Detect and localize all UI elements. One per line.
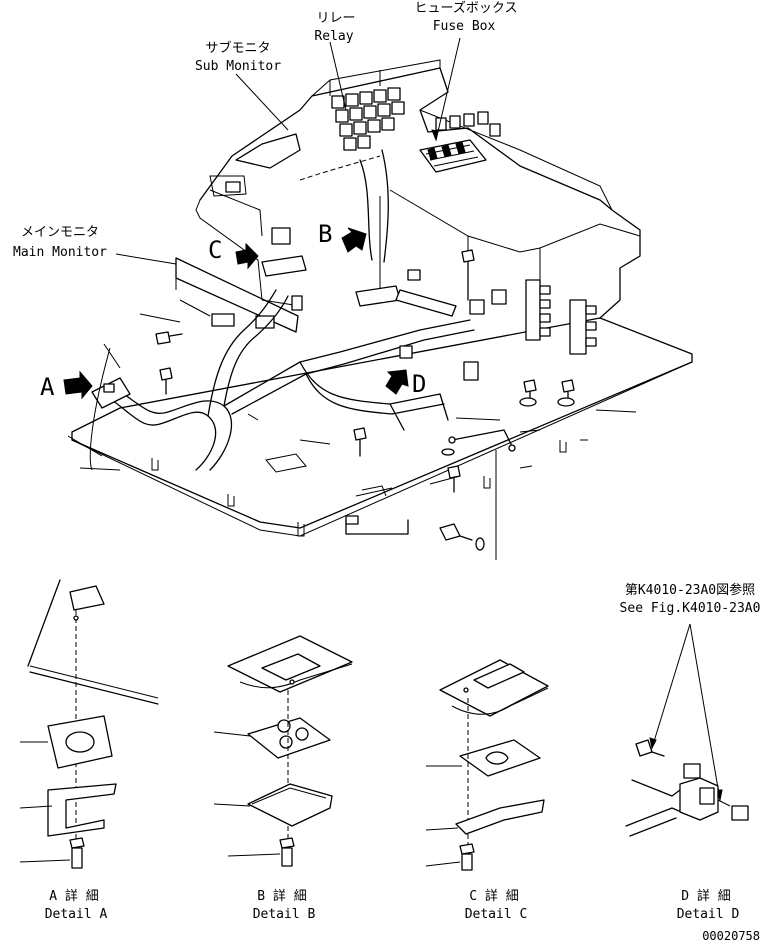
fuse-box-label-en: Fuse Box [433,19,496,34]
detail-a-grommet [69,585,105,611]
detail-c-caption-jp: C 詳 細 [469,888,518,904]
sub-monitor-label-en: Sub Monitor [195,59,281,74]
main-monitor-label-jp: メインモニタ [21,225,99,240]
reference-label-en: See Fig.K4010-23A0 [620,601,761,616]
arrow-d [385,369,409,395]
arrow-a [63,370,93,400]
detail-b-caption-en: Detail B [253,907,316,922]
relay-label-en: Relay [314,29,353,44]
main-assembly [63,59,693,551]
view-marker-a: A [40,373,55,401]
cab-rear-wall [199,67,641,319]
arrow-b [341,227,367,253]
sub-monitor-box [235,133,301,169]
callout-leaders [67,37,637,560]
relay-cluster [331,87,405,151]
detail-d-caption-en: Detail D [677,907,740,922]
detail-d [625,623,749,837]
callout-labels: リレー Relay ヒューズボックス Fuse Box サブモニタ Sub Mo… [13,0,760,616]
fuse-box [419,111,501,173]
view-marker-c: C [208,236,222,264]
view-marker-d: D [412,370,426,398]
harness-bundle [99,391,217,471]
bolt-group [155,249,575,551]
fuse-box-label-jp: ヒューズボックス [415,0,518,16]
detail-a-caption-jp: A 詳 細 [49,888,98,904]
detail-a-bracket [47,783,117,837]
reference-label-jp: 第K4010-23A0図参照 [625,582,755,598]
relay-label-jp: リレー [316,11,355,26]
arrow-c [235,242,259,270]
detail-a-caption-en: Detail A [45,907,108,922]
detail-a [19,579,159,869]
sub-monitor-label-jp: サブモニタ [205,40,270,56]
terminal-block [525,279,597,355]
detail-c-caption-en: Detail C [465,907,528,922]
detail-b [213,635,353,867]
detail-b-caption-jp: B 詳 細 [257,888,306,904]
main-monitor-label-en: Main Monitor [13,245,107,260]
view-marker-b: B [318,220,332,248]
main-monitor [175,257,299,333]
detail-c [425,659,549,871]
drawing-number: 00020758 [702,929,760,943]
detail-b-bracket [247,783,333,827]
detail-c-bracket [455,799,545,835]
detail-captions: A 詳 細 Detail A B 詳 細 Detail B C 詳 細 Deta… [45,888,740,922]
detail-d-caption-jp: D 詳 細 [681,888,730,904]
